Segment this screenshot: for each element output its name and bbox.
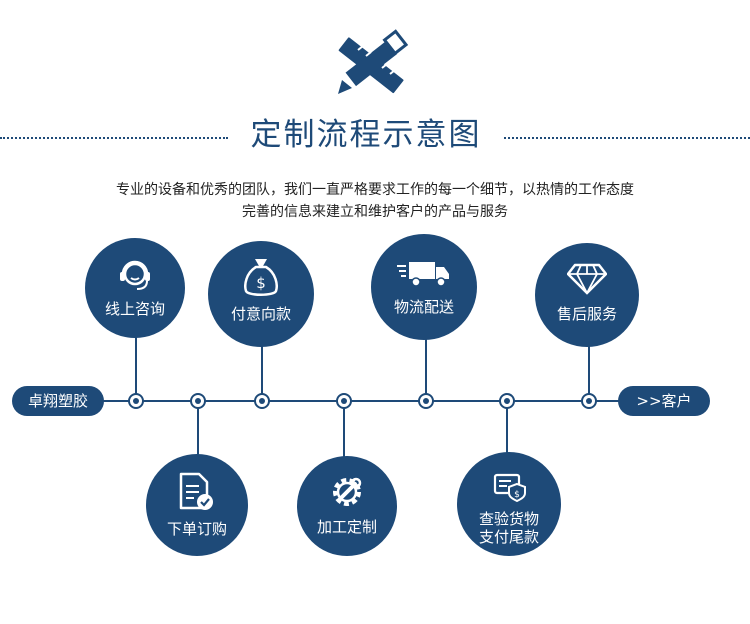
step-inspect-label: 查验货物 — [478, 510, 539, 528]
timeline-node — [418, 393, 434, 409]
gear-wrench-icon — [333, 477, 362, 506]
connector-order — [197, 408, 199, 460]
step-processing: 加工定制 — [297, 456, 397, 556]
delivery-truck-icon — [397, 262, 449, 287]
svg-text:$: $ — [514, 490, 520, 500]
timeline-node — [254, 393, 270, 409]
step-order: 下单订购 — [146, 454, 248, 556]
document-check-icon — [179, 472, 213, 510]
title-divider-right — [504, 137, 750, 139]
connector-consult — [135, 330, 137, 394]
step-payment: $ 付意向款 — [208, 241, 314, 347]
title-row: 定制流程示意图 — [0, 112, 750, 158]
svg-text:$: $ — [256, 274, 266, 292]
page-title: 定制流程示意图 — [250, 117, 482, 153]
payment-card-icon: $ — [493, 473, 526, 502]
step-processing-label: 加工定制 — [316, 518, 377, 536]
timeline-node — [499, 393, 515, 409]
step-inspect-pay: $ 查验货物 支付尾款 — [457, 452, 561, 556]
title-divider-left — [0, 137, 228, 139]
connector-payment — [261, 338, 263, 394]
step-consult: 线上咨询 — [85, 238, 185, 338]
money-bag-icon: $ — [244, 259, 278, 296]
headset-agent-icon — [120, 260, 150, 290]
timeline-line — [100, 400, 622, 402]
timeline-node — [581, 393, 597, 409]
connector-processing — [343, 408, 345, 458]
step-aftersale: 售后服务 — [535, 243, 639, 347]
step-consult-label: 线上咨询 — [104, 300, 165, 318]
timeline-start: 卓翔塑胶 — [12, 386, 104, 416]
timeline-node — [128, 393, 144, 409]
step-aftersale-label: 售后服务 — [556, 305, 617, 323]
description-line-2: 完善的信息来建立和维护客户的产品与服务 — [242, 204, 508, 220]
connector-logistics — [425, 330, 427, 394]
step-order-label: 下单订购 — [166, 520, 227, 538]
step-logistics-label: 物流配送 — [393, 298, 454, 316]
timeline-node — [190, 393, 206, 409]
connector-aftersale — [588, 338, 590, 394]
pencil-ruler-icon — [338, 29, 409, 94]
step-pay-label: 支付尾款 — [478, 528, 539, 546]
step-payment-label: 付意向款 — [230, 305, 291, 323]
timeline-end: >>客户 — [618, 386, 710, 416]
step-logistics: 物流配送 — [371, 234, 477, 340]
description-line-1: 专业的设备和优秀的团队，我们一直严格要求工作的每一个细节，以热情的工作态度 — [116, 182, 634, 198]
timeline-node — [336, 393, 352, 409]
diamond-icon — [567, 263, 607, 295]
connector-inspect — [506, 408, 508, 460]
